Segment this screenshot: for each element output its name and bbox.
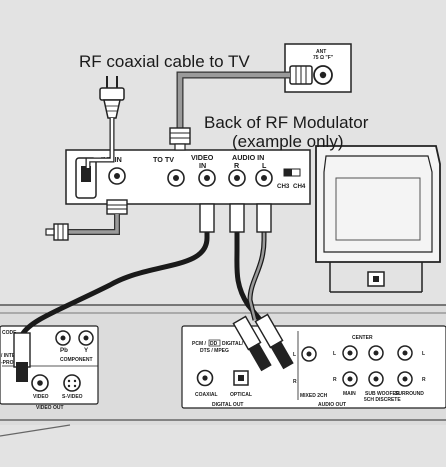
antenna-input-cable: [45, 199, 128, 241]
optical-label: OPTICAL: [230, 392, 252, 398]
center-label: CENTER: [352, 335, 373, 341]
pcm-label: PCM /: [192, 341, 207, 347]
rf-cable-label: RF coaxial cable to TV: [79, 52, 250, 71]
audio-out-panel: PCM / DD DIGITAL/ DTS / MPEG COAXIAL OPT…: [181, 325, 446, 409]
digital-out-label: DIGITAL OUT: [212, 402, 243, 408]
main-l-label: L: [333, 351, 336, 357]
subwoofer-label: SUB WOOFER: [365, 391, 400, 397]
surround-l-label: L: [422, 351, 425, 357]
dts-mpeg-label: DTS / MPEG: [200, 348, 229, 354]
svideo-label: S-VIDEO: [62, 394, 83, 400]
surround-r-label: R: [422, 377, 426, 383]
av-cables: [13, 203, 294, 382]
surround-label: SURROUND: [395, 391, 424, 397]
video-in-label-bottom: IN: [199, 161, 206, 170]
audio-out-label: AUDIO OUT: [318, 402, 346, 408]
audio-in-label: AUDIO IN: [232, 153, 264, 162]
discrete-label: 5CH DISCRETE: [364, 397, 401, 403]
audio-r-label: R: [234, 161, 240, 170]
video-in-label-top: VIDEO: [191, 153, 214, 162]
coaxial-label: COAXIAL: [195, 392, 218, 398]
to-tv-label: TO TV: [153, 155, 174, 164]
digital-slash-label: DIGITAL/: [222, 341, 244, 347]
mixed-l-label: L: [293, 352, 296, 358]
pb-label: Pb: [60, 347, 68, 354]
ant-label: ANT: [316, 49, 326, 55]
y-label: Y: [84, 347, 89, 354]
main-label: MAIN: [343, 391, 356, 397]
component-label: COMPONENT: [60, 357, 93, 363]
tv-back: [315, 145, 441, 293]
power-cord: [85, 76, 125, 168]
ch4-label: CH4: [293, 183, 306, 190]
video-label: VIDEO: [33, 394, 49, 400]
video-out-label: VIDEO OUT: [36, 405, 64, 411]
rf-coaxial-cable: [169, 71, 290, 151]
example-only-label: (example only): [232, 132, 344, 151]
tv-antenna-input: ANT 75 Ω "F": [284, 43, 352, 93]
code-label: CODE: [2, 330, 17, 336]
back-of-modulator-label: Back of RF Modulator: [204, 113, 369, 132]
main-r-label: R: [333, 377, 337, 383]
ant-sub-label: 75 Ω "F": [313, 55, 334, 61]
mixed-2ch-label: MIXED 2CH: [300, 393, 328, 399]
mixed-r-label: R: [293, 379, 297, 385]
dolby-badge: DD: [210, 341, 218, 347]
progressive-label: -PROGRE: [1, 360, 25, 366]
audio-l-label: L: [262, 161, 267, 170]
ch3-label: CH3: [277, 183, 290, 190]
